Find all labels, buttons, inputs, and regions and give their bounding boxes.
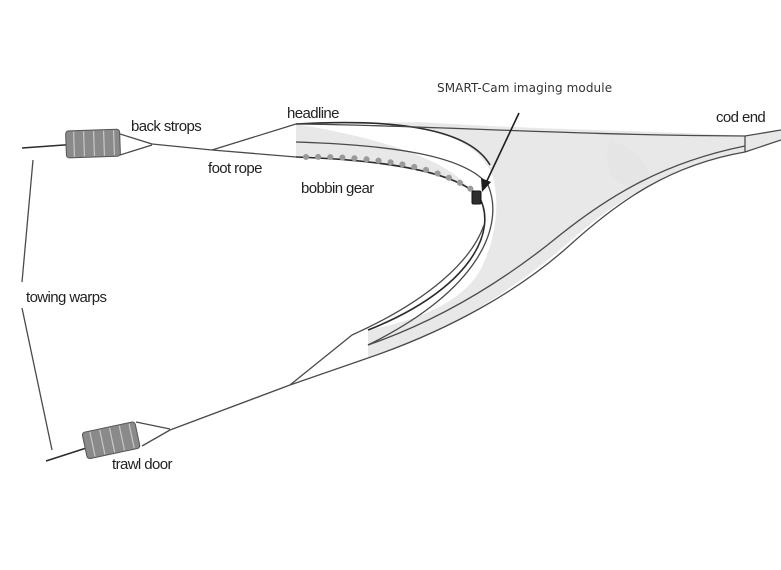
towing-warps-pointers bbox=[21, 159, 53, 451]
label-cod-end: cod end bbox=[716, 109, 765, 126]
lower-wing-edge bbox=[367, 145, 746, 359]
back-strops-upper bbox=[119, 123, 297, 158]
cod-end bbox=[744, 129, 781, 153]
label-foot-rope: foot rope bbox=[208, 160, 262, 177]
label-smart-cam-module: SMART-Cam imaging module bbox=[437, 81, 612, 95]
headline-rope bbox=[295, 121, 746, 166]
trawl-door-upper bbox=[65, 128, 121, 159]
label-trawl-door: trawl door bbox=[112, 456, 172, 473]
label-back-strops: back strops bbox=[131, 118, 201, 135]
smart-cam-module bbox=[471, 190, 482, 205]
label-bobbin-gear: bobbin gear bbox=[301, 180, 374, 197]
back-strops-lower bbox=[135, 334, 369, 447]
trawl-door-lower bbox=[81, 421, 141, 460]
label-towing-warps: towing warps bbox=[26, 289, 106, 306]
module-pointer-arrow bbox=[481, 112, 520, 192]
net-panels bbox=[296, 122, 745, 358]
label-headline: headline bbox=[287, 105, 339, 122]
bobbin-gear bbox=[303, 153, 481, 197]
